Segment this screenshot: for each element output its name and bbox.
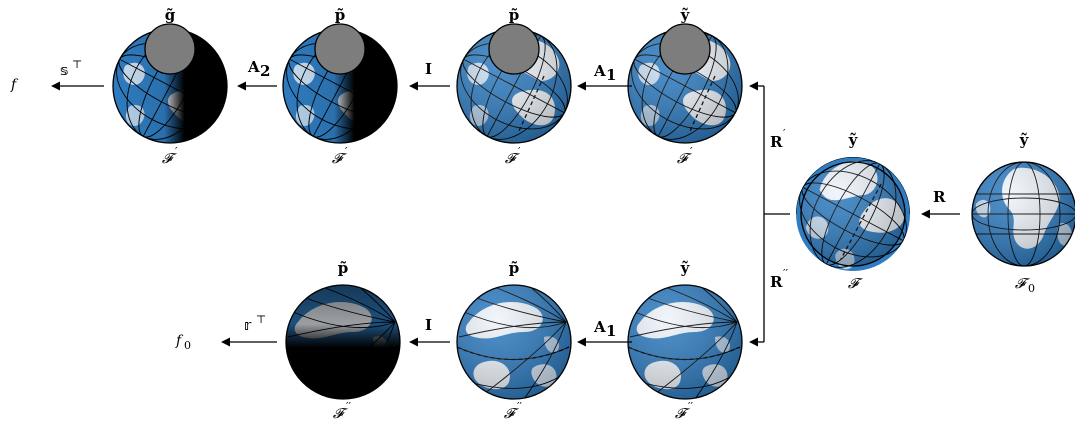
globe-top-3 bbox=[456, 23, 572, 144]
arrow-s-top-sup: ⊤ bbox=[72, 58, 82, 71]
globe-cap bbox=[659, 23, 711, 75]
globe-bot-3-title: ỹ bbox=[680, 259, 691, 277]
arrow-r-dprime-sup: ′′ bbox=[783, 267, 788, 280]
globe-bot-1-title: p̃ bbox=[338, 259, 349, 277]
globe-top-2 bbox=[282, 23, 398, 144]
globe-bot-1-prime: ′′ bbox=[346, 400, 351, 413]
globe-cap bbox=[488, 23, 540, 75]
globe-cap bbox=[144, 23, 196, 75]
arrow-a2-top-label: A bbox=[247, 58, 260, 76]
globe-top-4 bbox=[627, 23, 743, 144]
globe-bot-3 bbox=[627, 284, 743, 400]
globe-mid-caption: 𝓕 bbox=[848, 276, 863, 292]
arrow-i-top-label: I bbox=[425, 60, 432, 78]
arrow-r-bot-label: 𝕣 bbox=[244, 318, 252, 334]
globe-top-4-title: ỹ bbox=[680, 6, 691, 24]
arrow-r-bot-sup: ⊤ bbox=[256, 313, 266, 326]
globe-top-1-prime: ′ bbox=[175, 145, 178, 158]
arrow-a1-bot-sub: 1 bbox=[606, 322, 616, 340]
globe-top-2-prime: ′ bbox=[345, 145, 348, 158]
arrow-r-dprime-label: R bbox=[770, 273, 783, 291]
globe-right bbox=[971, 161, 1075, 267]
arrow-a1-top-label: A bbox=[593, 62, 606, 80]
globe-top-2-title: p̃ bbox=[335, 6, 346, 24]
globe-bot-2-prime: ′′ bbox=[517, 400, 522, 413]
globe-top-1 bbox=[112, 23, 228, 144]
globe-bot-3-prime: ′′ bbox=[688, 400, 693, 413]
globe-right-title: ỹ bbox=[1019, 131, 1030, 149]
globe-top-1-title: g̃ bbox=[165, 6, 176, 24]
globe-bot-2-title: p̃ bbox=[509, 259, 520, 277]
output-f-bot-sub: 0 bbox=[184, 339, 191, 352]
globe-top-3-prime: ′ bbox=[518, 145, 521, 158]
globe-mid bbox=[796, 157, 910, 271]
globe-mid-title: ỹ bbox=[848, 131, 859, 149]
arrow-a2-top-sub: 2 bbox=[260, 62, 270, 80]
globe-cap bbox=[314, 23, 366, 75]
arrow-a1-bot-label: A bbox=[593, 318, 606, 336]
globe-bot-2 bbox=[456, 284, 572, 400]
output-f-top: f bbox=[10, 77, 19, 93]
arrow-s-top-label: 𝕤 bbox=[60, 63, 68, 79]
globe-bot-1 bbox=[285, 284, 401, 400]
arrow-r-prime-sup: ′ bbox=[783, 127, 786, 140]
arrow-i-bot-label: I bbox=[425, 316, 432, 334]
arrow-a1-top-sub: 1 bbox=[606, 66, 616, 84]
globe-top-4-prime: ′ bbox=[690, 145, 693, 158]
globe-top-3-title: p̃ bbox=[509, 6, 520, 24]
arrow-r-label: R bbox=[933, 188, 946, 206]
output-f-bot: f bbox=[175, 333, 184, 349]
globe-right-subscript: 0 bbox=[1028, 282, 1035, 295]
arrow-r-prime-label: R bbox=[770, 133, 783, 151]
